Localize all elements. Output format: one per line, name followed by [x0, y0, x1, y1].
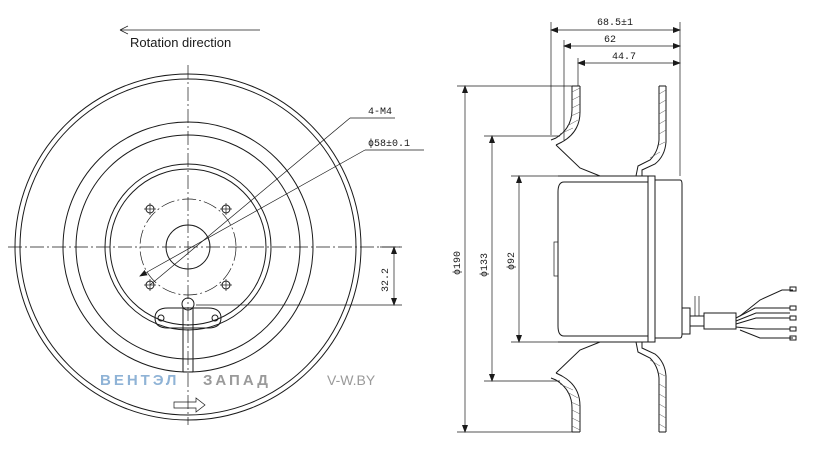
lead-wires — [735, 286, 797, 341]
inlet-cone-bottom — [550, 372, 581, 433]
back-plate-top — [635, 85, 667, 177]
length-44-7-label: 44.7 — [612, 52, 636, 63]
watermark: ВЕНТЭЛ ЗАПАД V-W.BY — [100, 372, 376, 389]
offset-dimension — [196, 246, 402, 306]
watermark-site: V-W.BY — [327, 372, 376, 388]
diameter-133-label: ϕ133 — [479, 253, 491, 277]
dim-length-62 — [563, 40, 681, 140]
cable-gland — [681, 296, 737, 335]
holes-leader — [149, 117, 395, 286]
dim-diameter-190 — [457, 85, 575, 433]
dim-diameter-92 — [511, 175, 560, 343]
diameter-190-label: ϕ190 — [452, 251, 464, 275]
dim-length-44-7 — [577, 58, 681, 86]
diameter-92-label: ϕ92 — [506, 252, 518, 270]
airflow-arrow-icon — [173, 397, 206, 413]
pcd-label: ϕ58±0.1 — [368, 138, 410, 150]
mounting-holes — [144, 203, 232, 291]
overall-length-label: 68.5±1 — [597, 18, 633, 29]
mounting-hole — [220, 279, 232, 291]
watermark-brand-part1: ВЕНТЭЛ — [100, 372, 179, 389]
dim-diameter-133 — [484, 135, 560, 382]
back-plate-bottom — [635, 341, 667, 433]
rotation-direction-label: Rotation direction — [130, 35, 231, 50]
inner-cone-bottom — [555, 341, 601, 374]
offset-label: 32.2 — [381, 268, 392, 292]
watermark-brand-part2: ЗАПАД — [203, 372, 271, 389]
pcd-leader — [139, 149, 424, 277]
inner-cone-top — [555, 144, 601, 177]
length-62-label: 62 — [604, 35, 616, 46]
motor-body — [553, 175, 683, 343]
rotation-direction-arrow — [119, 25, 260, 35]
side-view: 68.5±1 62 44.7 ϕ190 ϕ133 ϕ92 — [452, 18, 797, 433]
inlet-cone-top — [550, 85, 581, 146]
mounting-hole — [220, 203, 232, 215]
cable-exit-bracket — [154, 297, 222, 373]
mounting-hole — [144, 203, 156, 215]
holes-label: 4-M4 — [368, 107, 392, 118]
front-view: Rotation direction — [8, 25, 424, 425]
